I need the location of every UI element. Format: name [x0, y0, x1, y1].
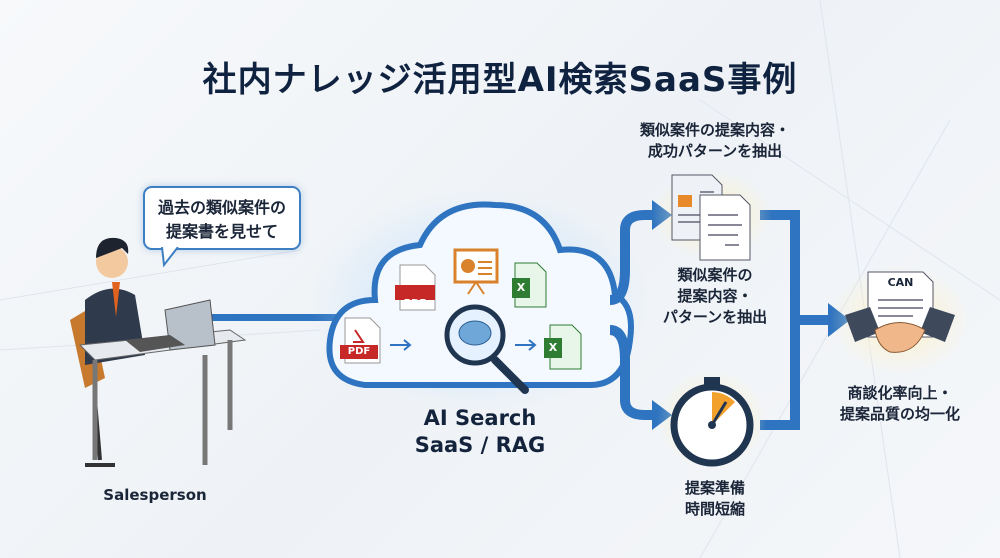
pdf-label-2: PDF	[347, 346, 371, 357]
stopwatch-icon	[657, 370, 767, 470]
mid-output-line-3: パターンを抽出	[662, 308, 768, 326]
bottom-output-line-2: 時間短縮	[684, 500, 745, 518]
contract-doc-label: CAN	[887, 276, 914, 289]
branch-arrows	[609, 210, 830, 430]
result-line-2: 提案品質の均一化	[839, 405, 960, 423]
bottom-output-label: 提案準備 時間短縮	[660, 478, 770, 520]
cloud-icon	[310, 190, 650, 410]
bottom-output-line-1: 提案準備	[684, 479, 745, 497]
top-output-label: 類似案件の提案内容・ 成功パターンを抽出	[610, 120, 820, 162]
speech-bubble-tail	[161, 247, 179, 268]
result-line-1: 商談化率向上・	[847, 384, 953, 402]
excel-icon-1	[512, 262, 547, 308]
excel-label-1: X	[516, 281, 526, 294]
presentation-icon	[453, 248, 499, 295]
salesperson-illustration	[70, 237, 247, 467]
top-output-line-2: 成功パターンを抽出	[647, 142, 783, 160]
top-output-line-1: 類似案件の提案内容・	[639, 121, 790, 139]
page-title: 社内ナレッジ活用型AI検索SaaS事例	[202, 60, 798, 100]
cloud-label-line-2: SaaS / RAG	[414, 433, 546, 457]
mid-output-line-2: 提案内容・	[677, 287, 753, 305]
speech-line-2: 提案書を見せて	[165, 222, 278, 241]
documents-icon	[652, 170, 772, 261]
arrow-icon	[390, 339, 412, 351]
pdf-label-1: PDF	[403, 298, 427, 309]
result-label: 商談化率向上・ 提案品質の均一化	[820, 383, 980, 425]
handshake-icon	[830, 265, 970, 375]
salesperson-label: Salesperson	[103, 486, 207, 504]
excel-icon-2	[544, 324, 582, 370]
excel-label-2: X	[548, 341, 558, 354]
mid-output-label: 類似案件の 提案内容・ パターンを抽出	[640, 265, 790, 328]
connection-line	[210, 314, 345, 321]
magnifier-brain-icon	[444, 304, 529, 394]
arrow-icon	[515, 339, 537, 351]
pdf-icon-2	[340, 317, 381, 364]
pdf-icon-1	[395, 264, 436, 311]
mid-output-line-1: 類似案件の	[677, 266, 753, 284]
cloud-label: AI Search SaaS / RAG	[390, 405, 570, 459]
cloud-label-line-1: AI Search	[423, 406, 537, 430]
speech-line-1: 過去の類似案件の	[157, 198, 286, 217]
speech-bubble: 過去の類似案件の 提案書を見せて	[143, 186, 301, 250]
